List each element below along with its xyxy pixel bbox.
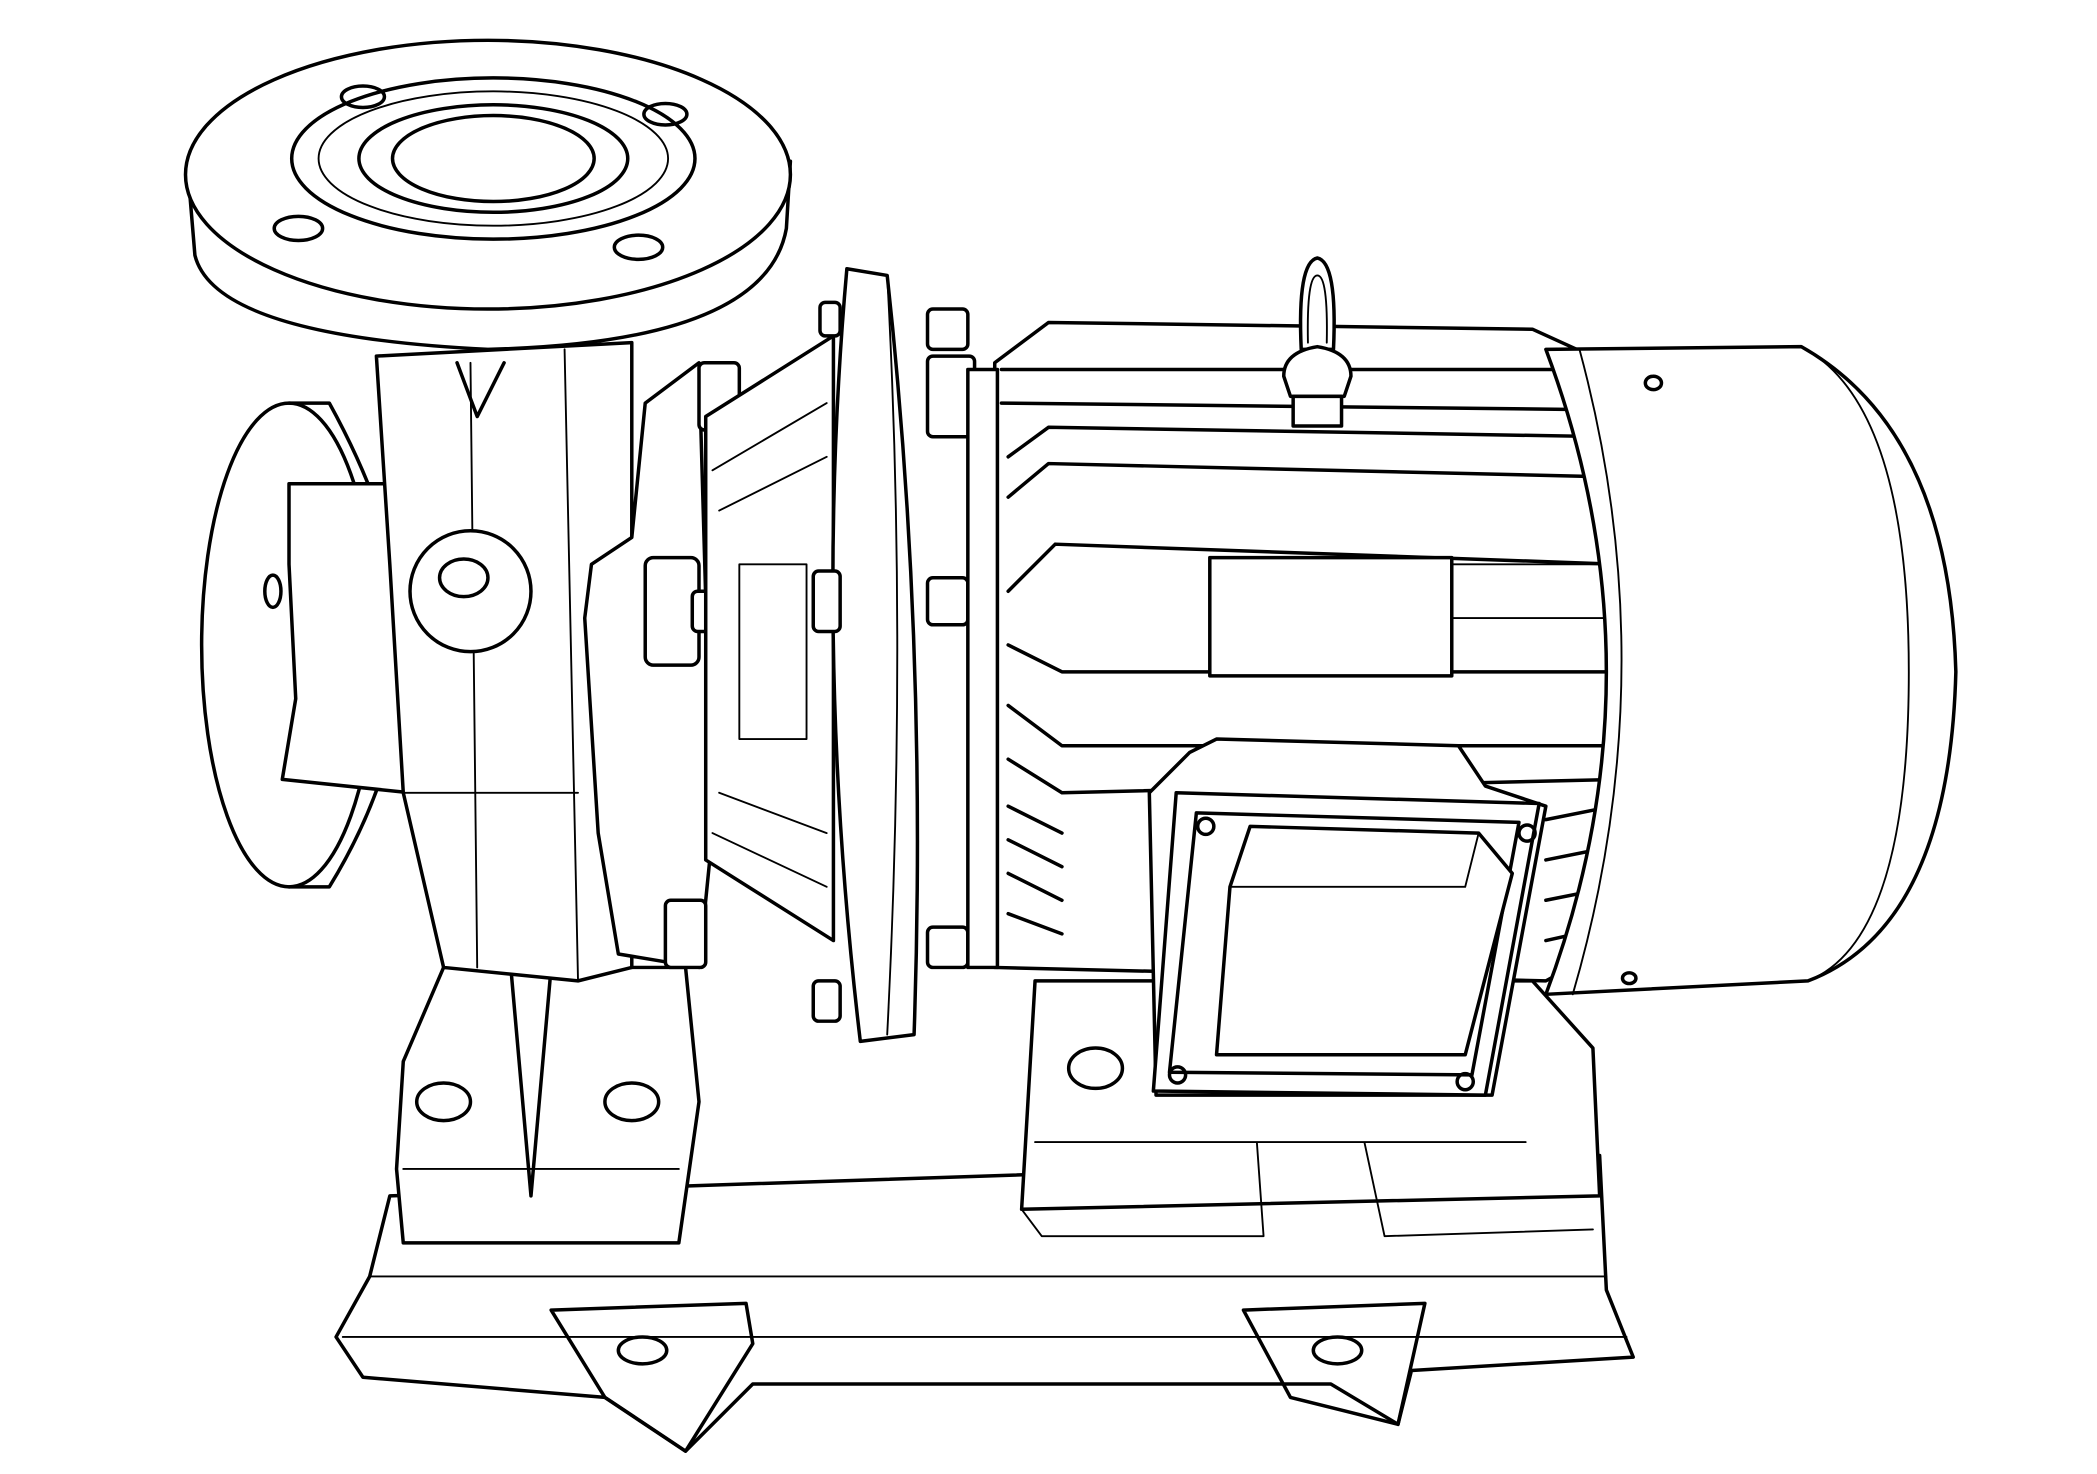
lifting-eye-icon — [1281, 256, 1353, 428]
pump-foot — [394, 965, 701, 1245]
discharge-flange — [183, 38, 793, 352]
pump-volute — [374, 340, 742, 983]
bearing-bracket — [703, 334, 836, 943]
coupling-flange — [811, 266, 977, 1044]
fan-cover — [1544, 344, 1958, 997]
suction-flange — [199, 401, 412, 889]
terminal-box — [1147, 737, 1548, 1097]
